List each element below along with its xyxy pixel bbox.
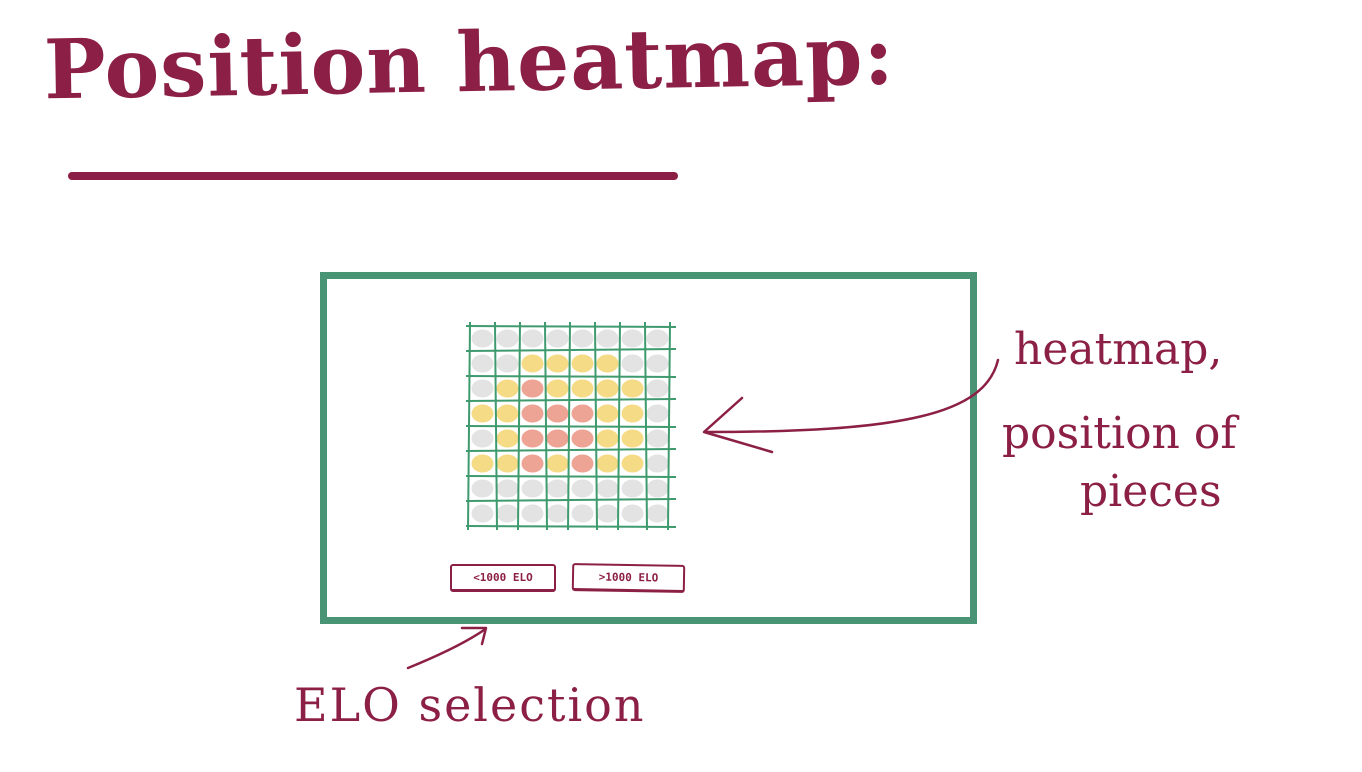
heatmap-cell xyxy=(471,504,494,523)
heatmap-cell xyxy=(646,454,669,473)
heatmap-cell xyxy=(571,429,594,448)
heatmap-note-line3: pieces xyxy=(1080,466,1222,517)
heatmap-cell xyxy=(571,379,594,398)
heatmap-cell xyxy=(596,429,619,448)
heatmap-cell xyxy=(521,329,544,348)
heatmap-cell xyxy=(646,479,669,498)
heatmap-cell xyxy=(471,404,494,423)
heatmap-cell xyxy=(521,454,544,473)
heatmap-cell xyxy=(646,504,669,523)
elo-arrow-head xyxy=(460,626,488,646)
heatmap-cell xyxy=(471,429,494,448)
page-title: Position heatmap: xyxy=(43,7,896,119)
heatmap-cell xyxy=(621,379,644,398)
heatmap-cell xyxy=(621,404,644,423)
heatmap-cell xyxy=(521,504,544,523)
grid-line-horizontal xyxy=(465,325,677,328)
heatmap-cell xyxy=(646,329,669,348)
heatmap-cell xyxy=(496,429,519,448)
heatmap-cell xyxy=(546,354,569,373)
heatmap-cell xyxy=(596,404,619,423)
heatmap-cell xyxy=(646,429,669,448)
heatmap-cell xyxy=(496,404,519,423)
heatmap-cell xyxy=(471,479,494,498)
heatmap-cell xyxy=(546,454,569,473)
heatmap-cell xyxy=(546,329,569,348)
heatmap-cell xyxy=(496,454,519,473)
heatmap-cell xyxy=(571,454,594,473)
heatmap-cell xyxy=(471,379,494,398)
heatmap-cell xyxy=(596,504,619,523)
heatmap-cell xyxy=(621,479,644,498)
grid-line-horizontal xyxy=(465,425,677,428)
heatmap-cell xyxy=(496,354,519,373)
heatmap-note-line1: heatmap, xyxy=(1014,324,1223,375)
heatmap-cell xyxy=(571,329,594,348)
heatmap-cell xyxy=(596,329,619,348)
grid-line-horizontal xyxy=(465,398,677,402)
heatmap-cell xyxy=(521,379,544,398)
heatmap-cell xyxy=(496,379,519,398)
heatmap-cell xyxy=(621,504,644,523)
heatmap-cell xyxy=(471,354,494,373)
heatmap-cell xyxy=(571,404,594,423)
heatmap-cell xyxy=(521,404,544,423)
grid-line-horizontal xyxy=(465,375,677,378)
heatmap-cell xyxy=(571,504,594,523)
heatmap-cell xyxy=(546,504,569,523)
grid-line-horizontal xyxy=(465,348,677,352)
heatmap-cell xyxy=(521,429,544,448)
title-underline xyxy=(68,172,678,180)
heatmap-cell xyxy=(496,329,519,348)
panel-frame xyxy=(320,272,977,624)
elo-arrow-line xyxy=(406,628,486,670)
heatmap-note-line2: position of xyxy=(1002,408,1237,459)
heatmap-cell xyxy=(571,479,594,498)
elo-high-button[interactable]: >1000 ELO xyxy=(571,563,686,593)
heatmap-cell xyxy=(571,354,594,373)
elo-selection-note: ELO selection xyxy=(294,678,646,732)
heatmap-cell xyxy=(496,479,519,498)
heatmap-cell xyxy=(596,454,619,473)
heatmap-cell xyxy=(596,379,619,398)
heatmap-cell xyxy=(546,379,569,398)
heatmap-cell xyxy=(546,429,569,448)
heatmap-cell xyxy=(521,479,544,498)
grid-line-horizontal xyxy=(465,448,677,452)
heatmap-cell xyxy=(646,379,669,398)
heatmap-cell xyxy=(621,429,644,448)
heatmap-cell xyxy=(646,404,669,423)
heatmap-cell xyxy=(596,479,619,498)
heatmap-cell xyxy=(496,504,519,523)
heatmap-cell xyxy=(621,454,644,473)
heatmap-cell xyxy=(471,329,494,348)
grid-line-horizontal xyxy=(465,498,677,502)
heatmap-cell xyxy=(596,354,619,373)
grid-line-horizontal xyxy=(465,475,677,478)
heatmap-cell xyxy=(521,354,544,373)
heatmap-cell xyxy=(621,329,644,348)
heatmap-cell xyxy=(646,354,669,373)
elo-low-button[interactable]: <1000 ELO xyxy=(450,564,556,592)
grid-line-horizontal xyxy=(465,525,677,528)
heatmap-cell xyxy=(471,454,494,473)
heatmap-grid xyxy=(465,321,677,531)
heatmap-cell xyxy=(621,354,644,373)
heatmap-cell xyxy=(546,404,569,423)
heatmap-cell xyxy=(546,479,569,498)
